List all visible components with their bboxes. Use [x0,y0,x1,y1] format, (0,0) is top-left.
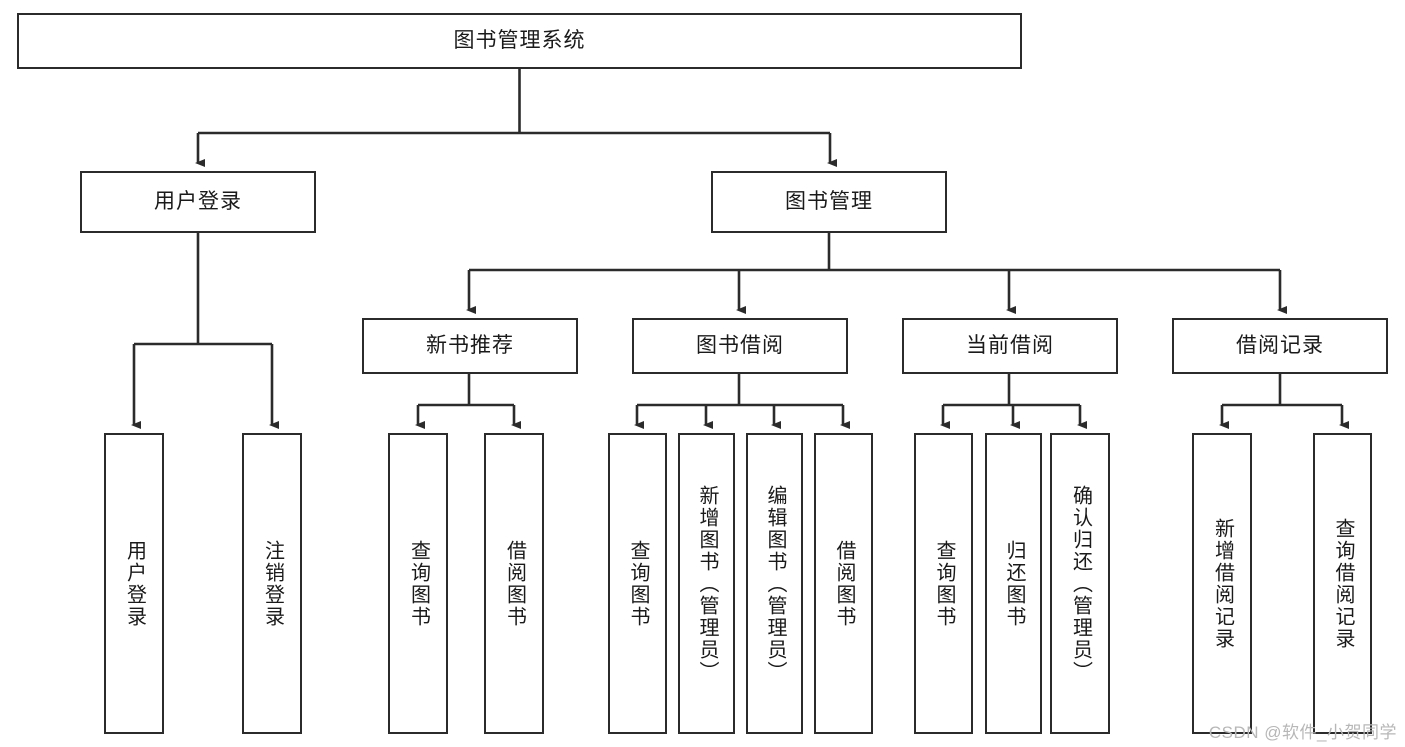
leaf-add-borrow-record[interactable]: 新增借阅记录 [1192,433,1252,734]
leaf-return-book[interactable]: 归还图书 [985,433,1042,734]
node-label: 归还图书 [1003,539,1025,628]
node-label: 图书管理 [785,190,873,214]
node-user-login[interactable]: 用户登录 [80,171,316,233]
leaf-confirm-return-admin[interactable]: 确认归还（管理员） [1050,433,1110,734]
leaf-borrow-book-newbook[interactable]: 借阅图书 [484,433,544,734]
node-label: 用户登录 [123,539,146,628]
leaf-add-book-admin[interactable]: 新增图书（管理员） [678,433,735,734]
node-label: 查询图书 [627,539,649,628]
leaf-edit-book-admin[interactable]: 编辑图书（管理员） [746,433,803,734]
node-label: 图书管理系统 [453,29,586,53]
node-label: 查询图书 [407,539,430,628]
node-label: 注销登录 [261,539,284,628]
node-label: 图书借阅 [696,334,784,358]
node-root-book-management-system[interactable]: 图书管理系统 [17,13,1022,69]
leaf-query-book-current[interactable]: 查询图书 [914,433,973,734]
node-label: 查询图书 [933,539,955,628]
node-new-book-recommendation[interactable]: 新书推荐 [362,318,578,374]
node-book-management[interactable]: 图书管理 [711,171,947,233]
node-label: 新书推荐 [426,334,514,358]
node-label: 确认归还（管理员） [1069,484,1092,683]
leaf-query-book-borrow[interactable]: 查询图书 [608,433,667,734]
node-label: 新增借阅记录 [1211,517,1234,650]
node-label: 编辑图书（管理员） [764,484,786,683]
node-label: 用户登录 [154,190,242,214]
node-label: 新增图书（管理员） [696,484,718,683]
node-book-borrow[interactable]: 图书借阅 [632,318,848,374]
node-current-borrowing[interactable]: 当前借阅 [902,318,1118,374]
leaf-borrow-book[interactable]: 借阅图书 [814,433,873,734]
leaf-query-book-newbook[interactable]: 查询图书 [388,433,448,734]
node-label: 借阅记录 [1236,334,1324,358]
node-label: 当前借阅 [966,334,1054,358]
leaf-user-login[interactable]: 用户登录 [104,433,164,734]
node-borrow-records[interactable]: 借阅记录 [1172,318,1388,374]
node-label: 借阅图书 [503,539,526,628]
leaf-query-borrow-record[interactable]: 查询借阅记录 [1313,433,1372,734]
csdn-watermark: CSDN @软件_小贺同学 [1208,723,1397,742]
node-label: 查询借阅记录 [1332,517,1354,650]
node-label: 借阅图书 [833,539,855,628]
leaf-logout[interactable]: 注销登录 [242,433,302,734]
